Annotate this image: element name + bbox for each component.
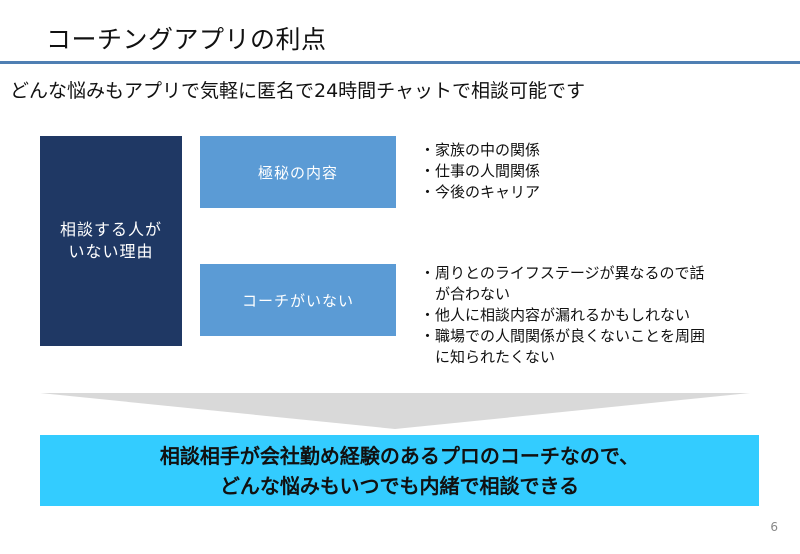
conclusion-line-2: どんな悩みもいつでも内緒で相談できる [219, 473, 580, 498]
bullet-item: が合わない [420, 285, 511, 303]
bullet-item: ・家族の中の関係 [420, 141, 541, 159]
reason-label-line-2: いない理由 [68, 242, 154, 261]
category-label: コーチがいない [241, 291, 354, 310]
bullet-item: ・周りとのライフステージが異なるので話 [420, 264, 705, 282]
slide-title: コーチングアプリの利点 [46, 25, 327, 54]
bullet-item: ・今後のキャリア [420, 183, 541, 201]
reason-box: 相談する人が いない理由 [40, 136, 182, 346]
conclusion-line-1: 相談相手が会社勤め経験のあるプロのコーチなので、 [159, 443, 640, 468]
category-box-no-coach: コーチがいない [200, 264, 396, 336]
bullet-item: ・仕事の人間関係 [420, 162, 541, 180]
slide-subtitle: どんな悩みもアプリで気軽に匿名で24時間チャットで相談可能です [10, 80, 585, 102]
title-divider [0, 61, 800, 64]
bullet-list-no-coach: ・周りとのライフステージが異なるので話 が合わない ・他人に相談内容が漏れるかも… [420, 263, 705, 368]
conclusion-box: 相談相手が会社勤め経験のあるプロのコーチなので、 どんな悩みもいつでも内緒で相談… [40, 435, 759, 506]
category-label: 極秘の内容 [257, 163, 338, 182]
reason-label-line-1: 相談する人が [59, 220, 162, 239]
category-box-secret: 極秘の内容 [200, 136, 396, 208]
page-number: 6 [770, 520, 778, 534]
reason-label: 相談する人が いない理由 [51, 219, 171, 263]
down-arrow-shape [40, 393, 750, 429]
bullet-item: に知られたくない [420, 348, 556, 366]
bullet-list-secret: ・家族の中の関係 ・仕事の人間関係 ・今後のキャリア [420, 140, 540, 203]
bullet-item: ・職場での人間関係が良くないことを周囲 [420, 327, 706, 345]
bullet-item: ・他人に相談内容が漏れるかもしれない [420, 306, 691, 324]
